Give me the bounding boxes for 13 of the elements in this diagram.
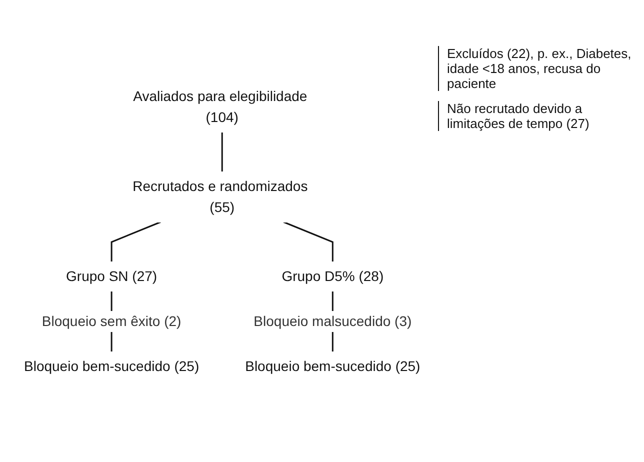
connector (110, 220, 161, 262)
note-text: Excluídos (22), p. ex., Diabetes, idade <18 anos, recusa do paciente (438, 46, 638, 91)
edge-label: Bloqueio malsucedido (3) (254, 312, 412, 328)
node-text: Recrutados e randomizados (55) (132, 178, 308, 214)
node-text: Bloqueio bem-sucedido (25) (24, 358, 199, 374)
node-text: Bloqueio bem-sucedido (25) (245, 358, 420, 374)
node-text: Grupo D5% (28) (282, 268, 384, 284)
note-text: Não recrutado devido a limitações de tempo (27) (438, 101, 638, 131)
edge-label: Bloqueio sem êxito (2) (42, 312, 182, 328)
node-text: Avaliados para elegibilidade (104) (133, 88, 308, 124)
connector (221, 132, 223, 172)
connector (283, 220, 334, 262)
node-text: Grupo SN (27) (66, 268, 157, 284)
